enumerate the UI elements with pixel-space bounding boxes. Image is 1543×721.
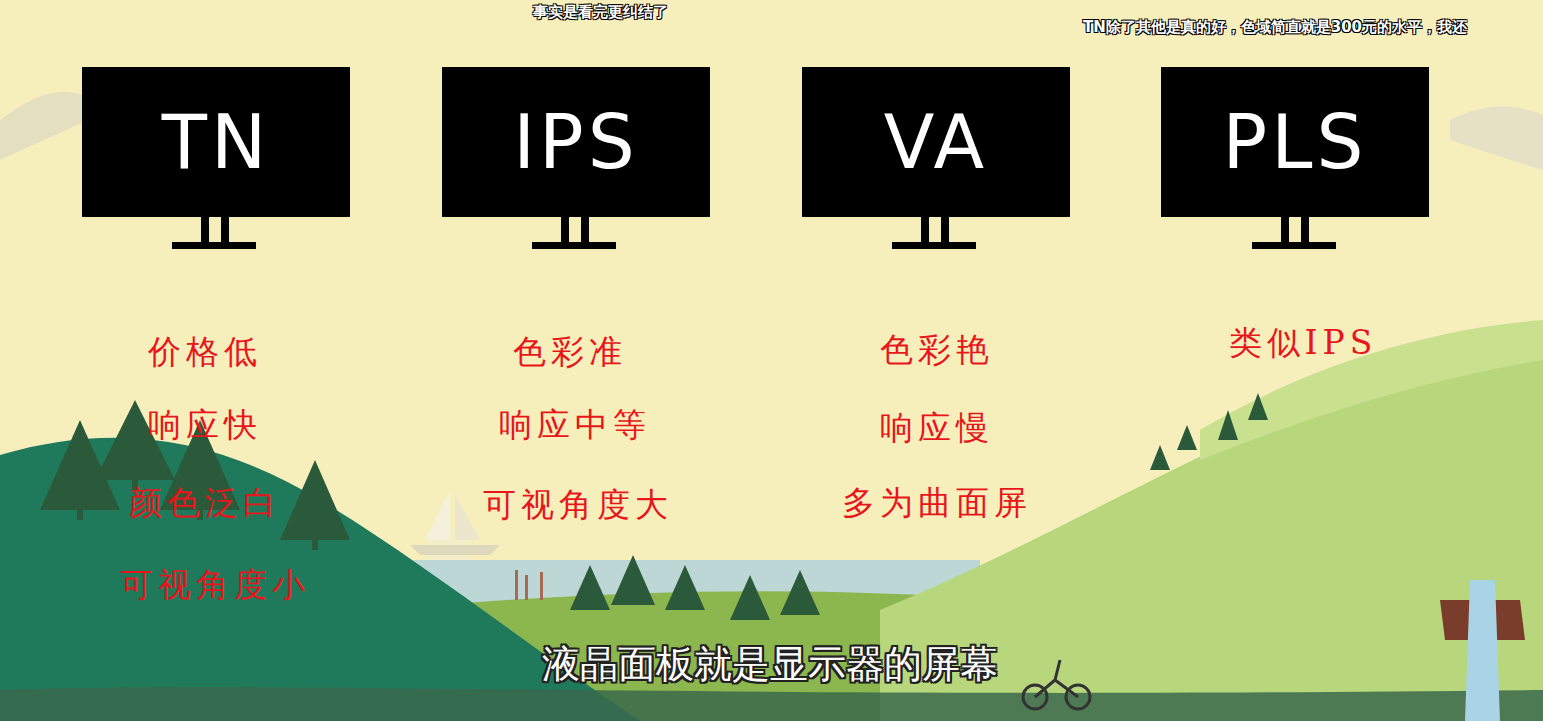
danmaku-comment: 事实是看完更纠结了 xyxy=(533,2,668,21)
feature-note: 响应中等 xyxy=(499,403,651,448)
video-subtitle: 液晶面板就是显示器的屏幕 xyxy=(542,639,998,690)
monitor-screen: VA xyxy=(802,67,1070,217)
monitor-screen: IPS xyxy=(442,67,710,217)
monitor-screen: PLS xyxy=(1161,67,1429,217)
panel-type: PLS xyxy=(1223,99,1368,185)
feature-note: 响应快 xyxy=(148,403,262,448)
feature-note: 多为曲面屏 xyxy=(842,481,1032,526)
feature-note: 颜色泛白 xyxy=(129,481,281,526)
feature-note: 色彩准 xyxy=(513,330,627,375)
feature-note: 色彩艳 xyxy=(880,328,994,373)
panel-type: TN xyxy=(162,99,271,185)
feature-note: 可视角度小 xyxy=(120,563,310,608)
panel-type: IPS xyxy=(513,99,638,185)
feature-note: 响应慢 xyxy=(880,406,994,451)
monitor-screen: TN xyxy=(82,67,350,217)
feature-note: 价格低 xyxy=(148,330,262,375)
feature-note: 可视角度大 xyxy=(483,483,673,528)
danmaku-comment: TN除了其他是真的好，色域简直就是300元的水平，我还 xyxy=(1083,18,1467,37)
panel-type: VA xyxy=(884,99,989,185)
feature-note: 类似IPS xyxy=(1229,321,1378,366)
